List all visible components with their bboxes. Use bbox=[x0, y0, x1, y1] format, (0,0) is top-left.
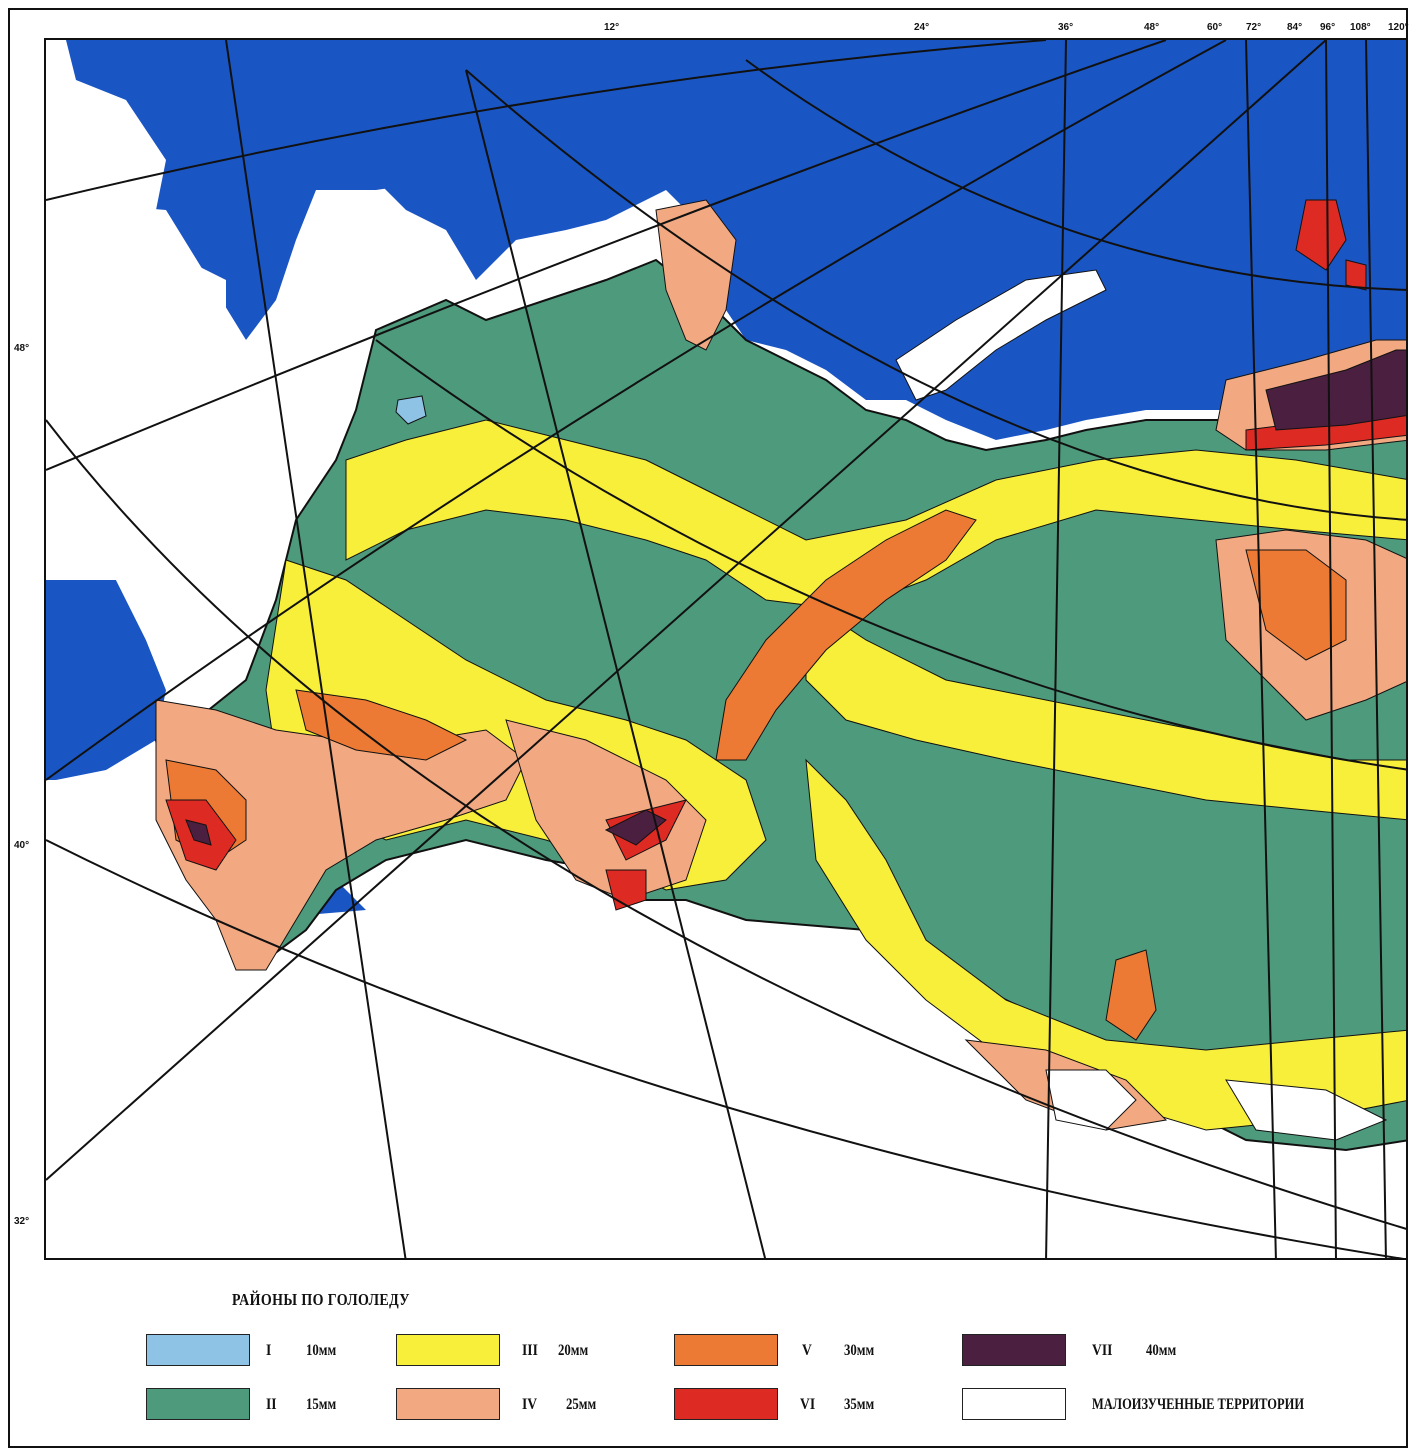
swatch-III bbox=[396, 1334, 500, 1366]
icing-zones-map bbox=[44, 38, 1408, 1260]
parallel-line-2 bbox=[46, 40, 1167, 471]
zone-VI-severnaya bbox=[1295, 199, 1347, 271]
zone-IV-urals bbox=[505, 719, 707, 901]
legend-roman: IV bbox=[522, 1396, 538, 1413]
legend-item-unknown: МАЛОИЗУЧЕННЫЕ ТЕРРИТОРИИ bbox=[962, 1388, 1392, 1422]
black-sea bbox=[46, 580, 166, 780]
legend-unknown-label: МАЛОИЗУЧЕННЫЕ ТЕРРИТОРИИ bbox=[1092, 1396, 1305, 1413]
lon-label-84: 84° bbox=[1287, 22, 1303, 33]
lon-label-120: 120° bbox=[1388, 22, 1409, 33]
arc-line-3 bbox=[465, 69, 1406, 521]
lon-label-96: 96° bbox=[1320, 22, 1336, 33]
zone-III-central bbox=[805, 599, 1406, 821]
legend-roman: II bbox=[266, 1396, 277, 1413]
meridian-1 bbox=[225, 40, 407, 1258]
lon-label-48: 48° bbox=[1144, 22, 1160, 33]
legend-title: РАЙОНЫ ПО ГОЛОЛЕДУ bbox=[232, 1290, 410, 1309]
legend-thickness: 40мм bbox=[1146, 1342, 1177, 1359]
zone-IV-kola bbox=[655, 199, 737, 351]
legend-roman: III bbox=[522, 1342, 538, 1359]
meridian-5 bbox=[1325, 40, 1337, 1258]
meridian-2 bbox=[465, 69, 767, 1258]
zone-VII-urals bbox=[604, 809, 667, 846]
lon-label-24: 24° bbox=[914, 22, 930, 33]
meridian-4 bbox=[1245, 40, 1277, 1258]
lon-label-36: 36° bbox=[1058, 22, 1074, 33]
zone-VI-severnaya-2 bbox=[1345, 259, 1367, 291]
legend-thickness: 30мм bbox=[844, 1342, 875, 1359]
parallel-line-3 bbox=[46, 40, 1227, 781]
legend-roman: V bbox=[802, 1342, 812, 1359]
legend-thickness: 10мм bbox=[306, 1342, 337, 1359]
swatch-IV bbox=[396, 1388, 500, 1420]
lat-label-40: 40° bbox=[14, 840, 30, 851]
legend-thickness: 25мм bbox=[566, 1396, 597, 1413]
swatch-VII bbox=[962, 1334, 1066, 1366]
swatch-VI bbox=[674, 1388, 778, 1420]
legend-roman: I bbox=[266, 1342, 272, 1359]
legend-item-I: I 10мм bbox=[146, 1334, 386, 1368]
swatch-V bbox=[674, 1334, 778, 1366]
lon-label-72: 72° bbox=[1246, 22, 1262, 33]
zone-III-north bbox=[345, 419, 1406, 611]
lon-label-60: 60° bbox=[1207, 22, 1223, 33]
zone-unknown-south-2 bbox=[1225, 1079, 1388, 1141]
legend-thickness: 20мм bbox=[558, 1342, 589, 1359]
icing-zones bbox=[154, 199, 1406, 1152]
zone-V-putorana bbox=[1245, 549, 1347, 661]
parallel-line-1 bbox=[46, 40, 1047, 201]
legend-item-VI: VI 35мм bbox=[674, 1388, 914, 1422]
zone-V-ural-ridge bbox=[715, 509, 977, 761]
land-outside bbox=[46, 200, 1406, 1258]
legend-item-VII: VII 40мм bbox=[962, 1334, 1222, 1368]
graticule bbox=[46, 40, 1406, 1258]
arc-line-2 bbox=[375, 339, 1406, 771]
legend-item-IV: IV 25мм bbox=[396, 1388, 636, 1422]
zone-V-stavropol bbox=[295, 689, 468, 761]
arc-line-1 bbox=[46, 419, 1406, 1230]
swatch-II bbox=[146, 1388, 250, 1420]
central-asia bbox=[46, 820, 1406, 1258]
meridian-3 bbox=[1045, 40, 1067, 1258]
legend-thickness: 15мм bbox=[306, 1396, 337, 1413]
zone-I-karelia bbox=[395, 395, 427, 425]
lat-label-32: 32° bbox=[14, 1216, 30, 1227]
legend-item-V: V 30мм bbox=[674, 1334, 914, 1368]
legend-item-II: II 15мм bbox=[146, 1388, 386, 1422]
zone-V-altai bbox=[1105, 949, 1157, 1041]
legend-thickness: 35мм bbox=[844, 1396, 875, 1413]
lon-label-12: 12° bbox=[604, 22, 620, 33]
legend-roman: VII bbox=[1092, 1342, 1113, 1359]
swatch-unknown bbox=[962, 1388, 1066, 1420]
novaya-zemlya bbox=[895, 269, 1107, 401]
lat-label-48: 48° bbox=[14, 343, 30, 354]
zone-VII-caucasus bbox=[185, 819, 212, 846]
arc-line-5 bbox=[46, 839, 1404, 1258]
zone-unknown-south bbox=[1045, 1069, 1137, 1131]
legend-item-III: III 20мм bbox=[396, 1334, 636, 1368]
zone-III-south bbox=[805, 758, 1406, 1131]
meridian-6 bbox=[1365, 40, 1387, 1258]
europe-land bbox=[46, 200, 376, 720]
scandinavia-coast bbox=[66, 40, 486, 340]
lon-label-108: 108° bbox=[1350, 22, 1371, 33]
swatch-I bbox=[146, 1334, 250, 1366]
legend-roman: VI bbox=[800, 1396, 816, 1413]
